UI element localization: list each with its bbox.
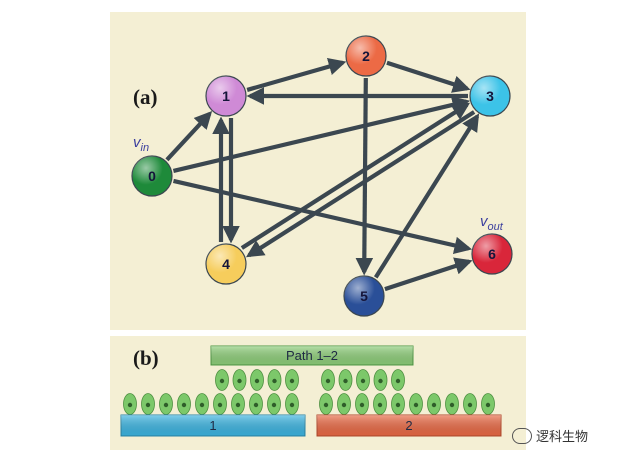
node-1: 1 [205,75,247,117]
edge-5-to-6 [384,257,473,292]
v-out-label: vout [480,213,504,233]
node-3: 3 [469,75,511,117]
node-6: 6 [471,233,513,275]
cell-rows [123,369,495,415]
edge-2-to-5 [355,77,374,276]
node-0: 0 [131,155,173,197]
node-2-label: 2 [362,48,370,64]
node-4: 4 [205,243,247,285]
edge-2-to-3 [386,60,471,93]
edge-0-to-6 [172,178,473,255]
edge-0-to-1 [165,111,213,162]
node-1-label: 1 [222,88,230,104]
panel-a-label: (a) [133,85,158,109]
watermark: 逻科生物 [512,426,588,445]
path-2-bar-label: 2 [405,418,412,433]
node-6-label: 6 [488,246,496,262]
node-3-label: 3 [486,88,494,104]
edge-5-to-3 [373,113,480,279]
panel-b-label: (b) [133,346,159,370]
path-1-2-label: Path 1–2 [286,348,338,363]
nodes: 0 1 2 3 4 5 6 [131,35,513,317]
edges [165,57,480,292]
wechat-icon [512,427,532,444]
node-2: 2 [345,35,387,77]
path-1-bar-label: 1 [209,418,216,433]
node-5: 5 [343,275,385,317]
edge-3-to-4 [245,110,476,258]
edge-4-to-3 [240,102,471,250]
node-0-label: 0 [148,168,156,184]
node-5-label: 5 [360,288,368,304]
node-4-label: 4 [222,256,230,272]
v-in-label: vin [133,134,149,154]
edge-1-to-2 [246,57,347,92]
watermark-text: 逻科生物 [536,430,589,445]
